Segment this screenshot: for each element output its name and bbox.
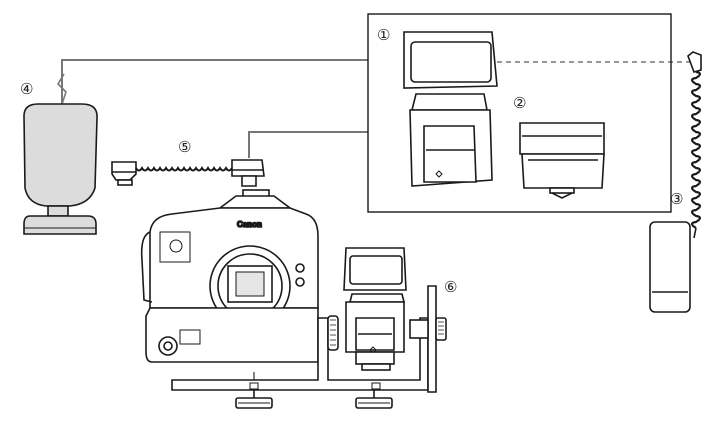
label-item-5: ⑤ (178, 138, 191, 156)
speedlite-large (404, 32, 497, 186)
label-item-4: ④ (20, 80, 33, 98)
hotshoe-link-line (249, 132, 368, 158)
label-item-2: ② (513, 94, 526, 112)
camera-brand-text: Canon (237, 220, 262, 229)
label-item-3: ③ (670, 190, 683, 208)
off-camera-cord (112, 160, 264, 186)
label-item-6: ⑥ (444, 278, 457, 296)
battery-pack (650, 52, 701, 312)
wireless-link-line (62, 60, 368, 104)
camera-body: Canon (142, 190, 318, 362)
label-item-1: ① (377, 26, 390, 44)
speedlite-compact (520, 123, 604, 198)
wireless-transmitter (24, 104, 97, 234)
